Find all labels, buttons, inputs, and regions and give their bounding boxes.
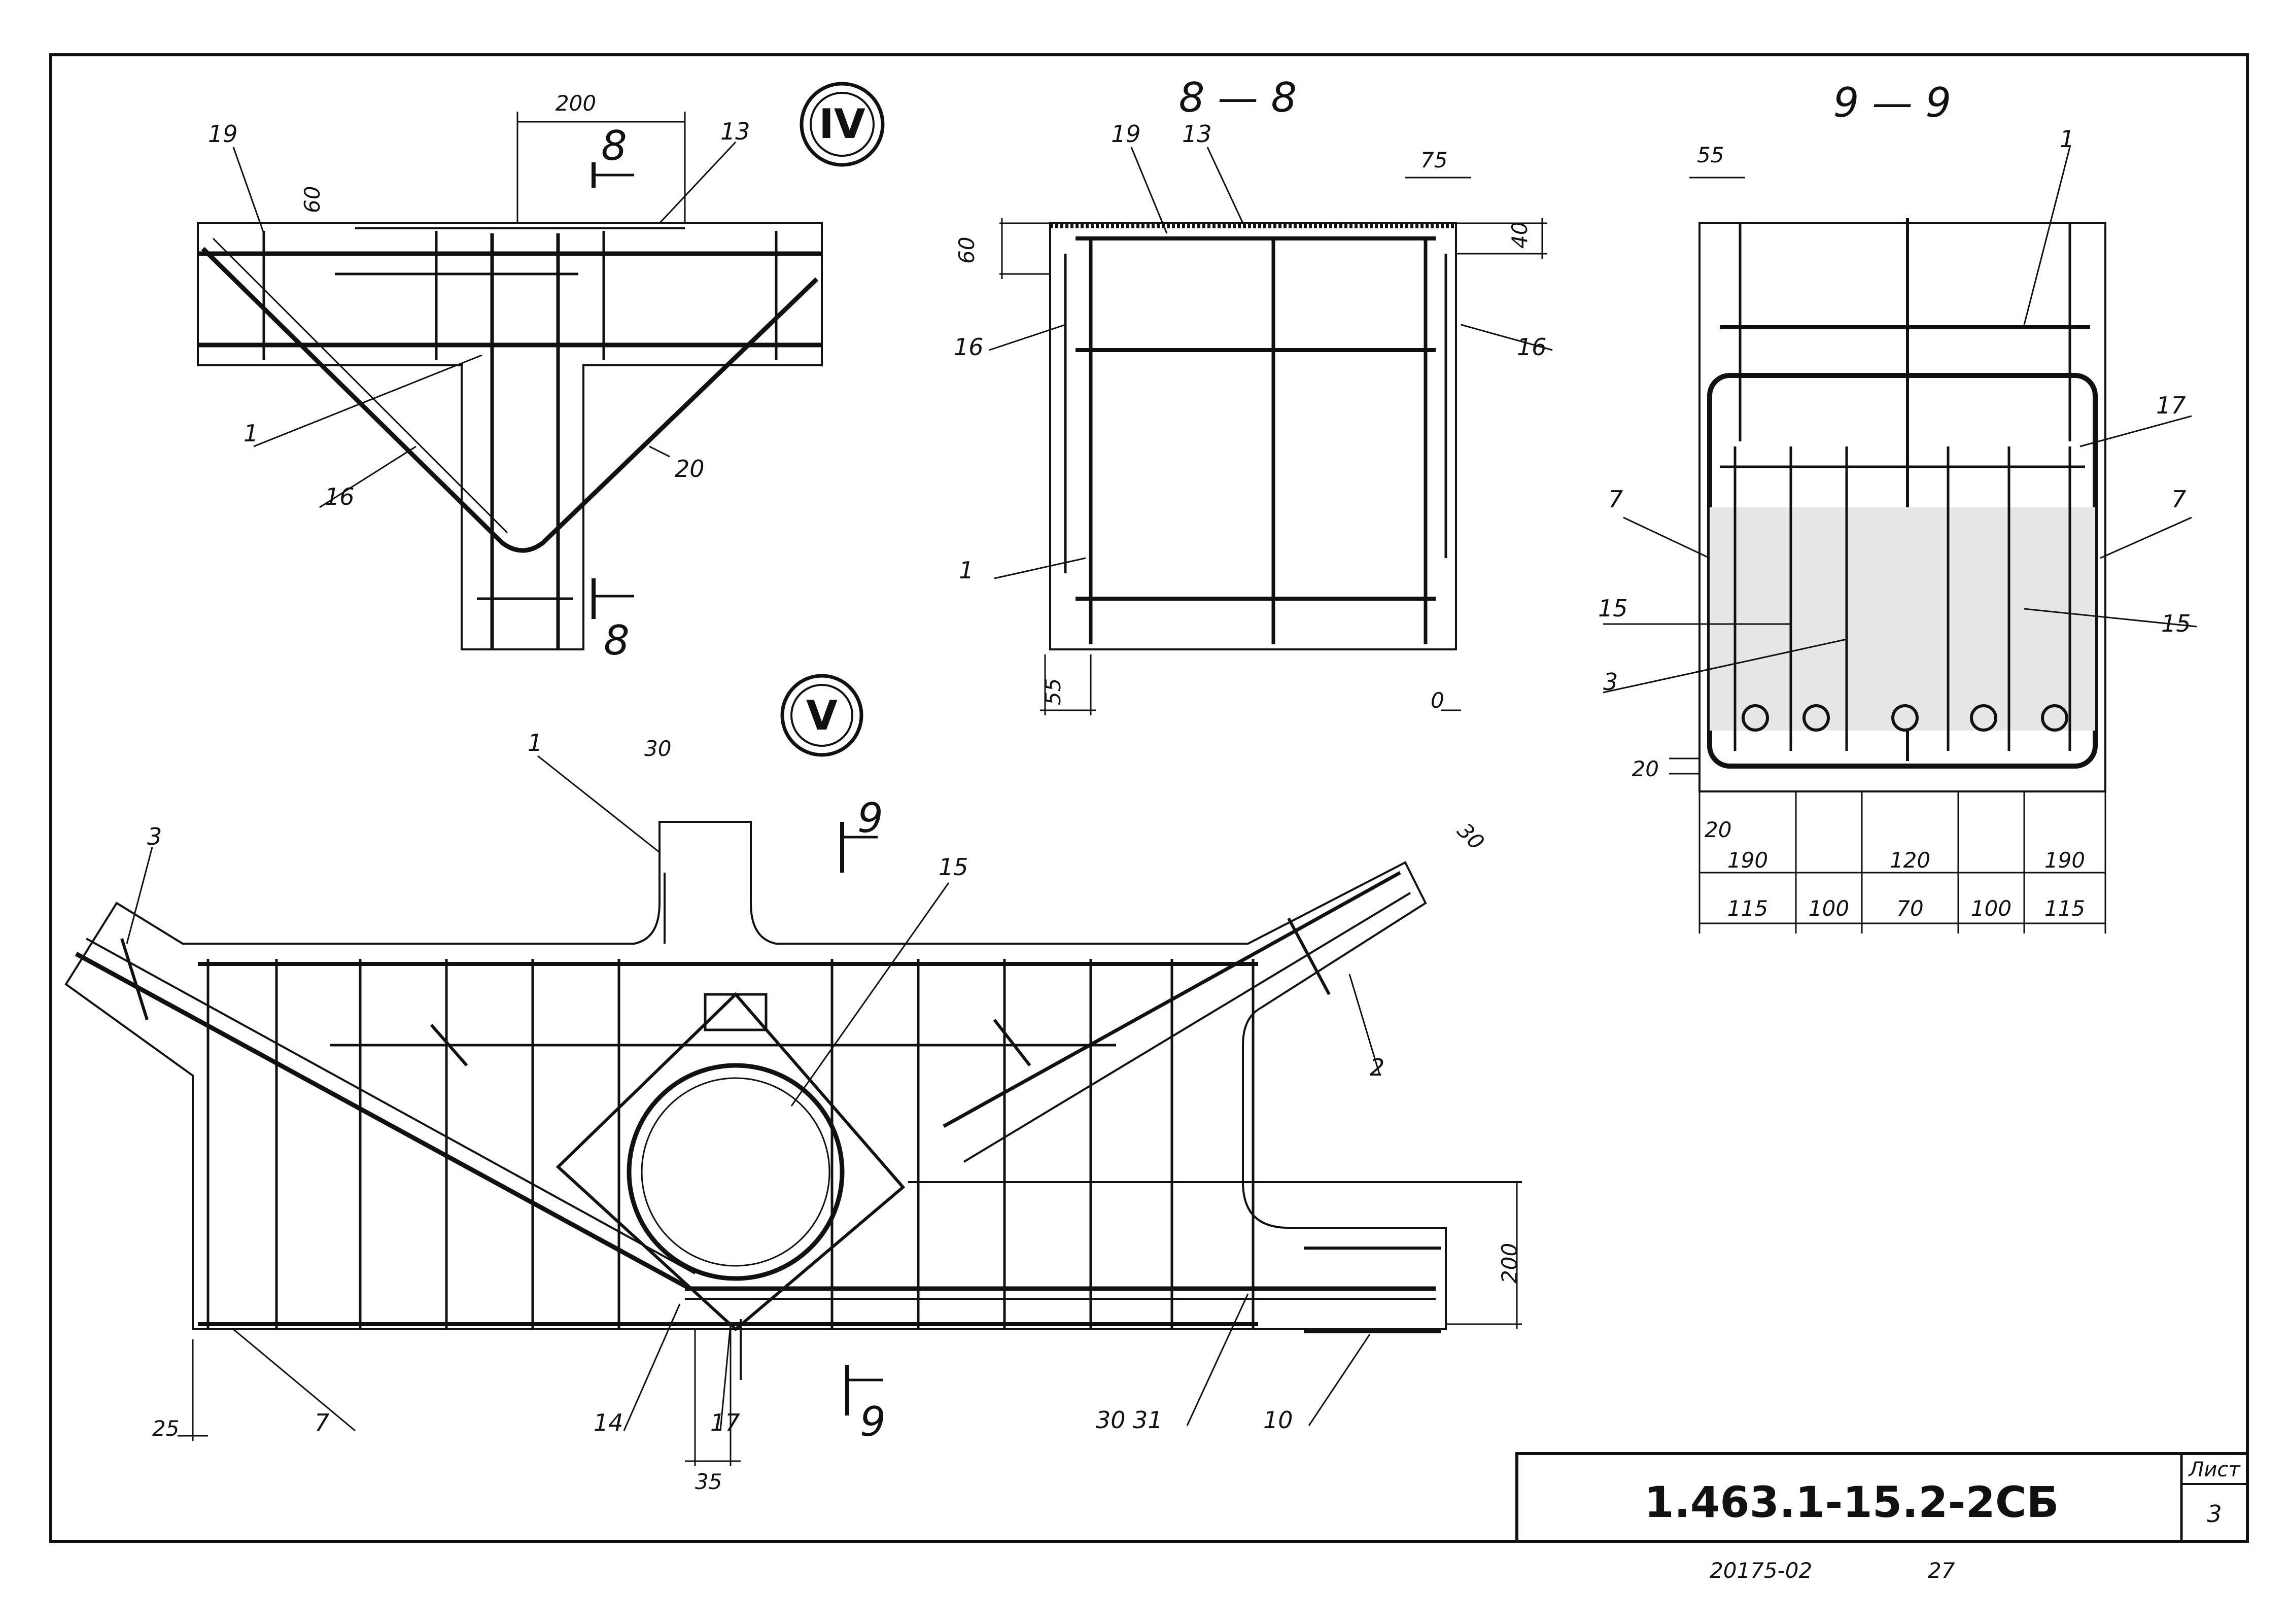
pos-2-v: 2	[1370, 1054, 1384, 1081]
pos-3-s9: 3	[1603, 668, 1618, 696]
dim-100-right: 100	[1971, 896, 2011, 921]
pos-13-s8: 13	[1182, 120, 1212, 148]
dim-35: 35	[695, 1469, 722, 1494]
pos-15-s9-left: 15	[1598, 595, 1628, 622]
pos-16-s8-left: 16	[954, 333, 984, 361]
node-v-label: V	[806, 692, 838, 739]
node-v-detail	[64, 755, 1522, 1466]
dim-0-s8: 0	[1431, 688, 1444, 713]
pos-17-s9: 17	[2156, 392, 2186, 419]
section-mark-8-bottom: 8	[604, 617, 630, 664]
footer-page: 27	[1928, 1558, 1955, 1583]
pos-15-s9-right: 15	[2161, 610, 2191, 637]
dim-115-right: 115	[2044, 896, 2085, 921]
dim-20-s9-h: 20	[1705, 817, 1731, 842]
sheet-number: 3	[2207, 1500, 2222, 1528]
dim-115-left: 115	[1727, 896, 1768, 921]
dim-200-v: 200	[1497, 1243, 1522, 1284]
dim-100-left: 100	[1809, 896, 1849, 921]
node-iv-detail	[197, 112, 823, 650]
pos-1-s8: 1	[959, 557, 974, 584]
pos-19-iv: 19	[208, 120, 238, 148]
dim-20-s9-v: 20	[1632, 756, 1659, 781]
pos-7-s9-left: 7	[1608, 486, 1623, 513]
pos-14-v: 14	[594, 1409, 623, 1436]
pos-1-s9: 1	[2060, 125, 2074, 153]
archive-number: 20175-02	[1710, 1558, 1812, 1583]
section-mark-9-bottom: 9	[860, 1398, 886, 1445]
pos-10-v: 10	[1263, 1406, 1293, 1434]
pos-16-iv: 16	[325, 483, 355, 510]
node-iv-marker: IV	[800, 82, 885, 167]
section-8-8	[989, 147, 1553, 715]
pos-1-v: 1	[528, 729, 542, 756]
pos-3031-v: 30 31	[1096, 1406, 1163, 1434]
dim-60-s8: 60	[954, 237, 979, 264]
node-iv-label: IV	[819, 100, 865, 148]
pos-3-v: 3	[147, 823, 162, 850]
dim-40: 40	[1507, 222, 1532, 249]
pos-1-iv: 1	[244, 420, 258, 447]
dim-200-top: 200	[556, 91, 596, 116]
dim-70: 70	[1896, 896, 1923, 921]
section-8-8-title: 8 — 8	[1179, 74, 1297, 121]
sheet-label: Лист	[2188, 1458, 2241, 1481]
pos-7-s9-right: 7	[2171, 486, 2186, 513]
section-9-9	[1603, 147, 2197, 934]
pos-20-iv: 20	[675, 455, 705, 482]
pos-7-v: 7	[315, 1409, 329, 1436]
node-v-marker: V	[780, 674, 863, 757]
document-code: 1.463.1-15.2-2СБ	[1644, 1477, 2059, 1527]
dim-55-s8: 55	[1041, 678, 1065, 705]
section-mark-9-top: 9	[857, 794, 883, 842]
pos-16-s8-right: 16	[1517, 333, 1547, 361]
pos-19-s8: 19	[1111, 120, 1141, 148]
dim-30-v-top: 30	[644, 736, 671, 761]
section-mark-8-top: 8	[601, 122, 627, 169]
dim-25: 25	[152, 1416, 179, 1441]
dim-120: 120	[1890, 848, 1930, 873]
dim-75: 75	[1420, 148, 1447, 172]
dim-60-iv: 60	[300, 186, 325, 213]
pos-13-iv: 13	[720, 118, 750, 145]
dim-190-left: 190	[1727, 848, 1768, 873]
dim-55-s9: 55	[1697, 143, 1724, 167]
section-9-9-title: 9 — 9	[1833, 79, 1952, 126]
dim-190-right: 190	[2044, 848, 2085, 873]
pos-15-v: 15	[939, 853, 968, 881]
drawing-frame	[49, 53, 2249, 1543]
title-block	[1515, 1452, 2249, 1543]
pos-17-v: 17	[710, 1409, 740, 1436]
